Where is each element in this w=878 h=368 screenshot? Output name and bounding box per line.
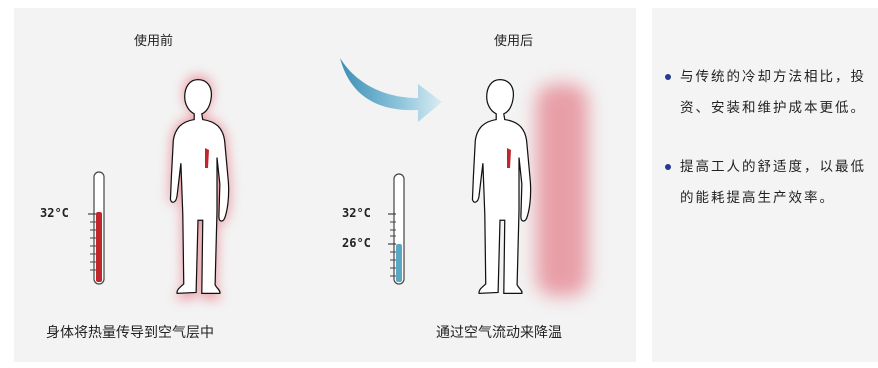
benefit-item: 与传统的冷却方法相比，投资、安装和维护成本更低。 (664, 62, 874, 124)
after-tie (507, 148, 511, 168)
bullet-dot-icon (665, 164, 671, 170)
after-caption: 通过空气流动来降温 (436, 325, 562, 341)
benefits-panel (652, 8, 878, 362)
benefits-list: 与传统的冷却方法相比，投资、安装和维护成本更低。 提高工人的舒适度，以最低的能耗… (664, 62, 874, 214)
transition-arrow (340, 58, 442, 122)
before-caption: 身体将热量传导到空气层中 (46, 325, 214, 341)
after-temperature-high-label: 32°C (342, 206, 371, 220)
after-title: 使用后 (494, 34, 534, 49)
after-thermometer (388, 173, 405, 285)
bullet-dot-icon (665, 74, 671, 80)
after-person-silhouette (471, 79, 532, 295)
before-thermometer (88, 171, 105, 285)
benefit-item: 提高工人的舒适度，以最低的能耗提高生产效率。 (664, 152, 874, 214)
benefit-text: 提高工人的舒适度，以最低的能耗提高生产效率。 (680, 159, 866, 206)
before-title: 使用前 (134, 34, 174, 49)
after-heat-column (536, 84, 588, 296)
before-temperature-label: 32°C (40, 206, 69, 220)
before-tie (205, 148, 209, 168)
benefit-text: 与传统的冷却方法相比，投资、安装和维护成本更低。 (680, 69, 866, 116)
illustration-panel (14, 8, 636, 362)
after-temperature-low-label: 26°C (342, 236, 371, 250)
before-person-silhouette (169, 79, 230, 295)
